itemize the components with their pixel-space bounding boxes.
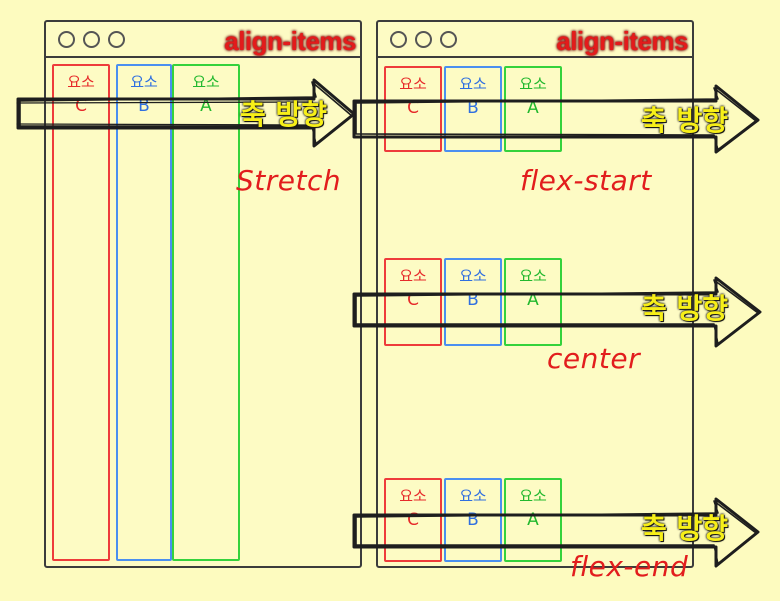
item-letter: C <box>407 510 419 530</box>
axis-label-flex-start: 축 방향 <box>641 104 729 137</box>
axis-label-left: 축 방향 <box>240 98 328 131</box>
window-dot-3 <box>108 31 125 48</box>
left-window: align-items 요소 C 요소 B 요소 A <box>44 20 362 568</box>
item-label: 요소 <box>459 75 487 93</box>
item-label: 요소 <box>67 73 95 91</box>
item-c-stretch: 요소 C <box>52 64 110 561</box>
item-label: 요소 <box>519 75 547 93</box>
item-label: 요소 <box>130 73 158 91</box>
item-label: 요소 <box>192 73 220 91</box>
item-c-flex-start: 요소 C <box>384 66 442 152</box>
mode-label-flex-end: flex-end <box>570 550 689 583</box>
cross-axis-arrow-left <box>16 78 356 148</box>
item-label: 요소 <box>399 75 427 93</box>
item-letter: B <box>467 98 479 118</box>
item-letter: A <box>527 510 539 530</box>
item-label: 요소 <box>459 487 487 505</box>
left-window-title: align-items <box>224 26 356 56</box>
item-a-flex-start: 요소 A <box>504 66 562 152</box>
window-dot-3 <box>440 31 457 48</box>
item-letter: A <box>527 98 539 118</box>
right-window-title: align-items <box>556 26 688 56</box>
window-dot-2 <box>83 31 100 48</box>
window-dot-1 <box>58 31 75 48</box>
item-letter: A <box>527 290 539 310</box>
item-b-flex-end: 요소 B <box>444 478 502 562</box>
left-window-titlebar: align-items <box>46 22 360 58</box>
item-a-stretch: 요소 A <box>172 64 240 561</box>
item-a-flex-end: 요소 A <box>504 478 562 562</box>
item-letter: C <box>407 98 419 118</box>
item-label: 요소 <box>459 267 487 285</box>
item-b-flex-start: 요소 B <box>444 66 502 152</box>
item-label: 요소 <box>399 487 427 505</box>
window-dot-1 <box>390 31 407 48</box>
mode-label-flex-start: flex-start <box>520 164 652 197</box>
item-a-center: 요소 A <box>504 258 562 346</box>
axis-label-center: 축 방향 <box>641 292 729 325</box>
item-letter: A <box>200 96 212 116</box>
item-label: 요소 <box>399 267 427 285</box>
axis-label-flex-end: 축 방향 <box>641 512 729 545</box>
item-letter: B <box>138 96 150 116</box>
item-letter: B <box>467 290 479 310</box>
item-letter: C <box>407 290 419 310</box>
item-c-flex-end: 요소 C <box>384 478 442 562</box>
item-label: 요소 <box>519 487 547 505</box>
item-c-center: 요소 C <box>384 258 442 346</box>
item-letter: C <box>75 96 87 116</box>
window-dot-2 <box>415 31 432 48</box>
item-b-stretch: 요소 B <box>116 64 172 561</box>
cross-axis-arrow-flex-end <box>352 497 760 568</box>
right-window-titlebar: align-items <box>378 22 692 58</box>
item-b-center: 요소 B <box>444 258 502 346</box>
item-letter: B <box>467 510 479 530</box>
mode-label-center: center <box>547 342 641 375</box>
item-label: 요소 <box>519 267 547 285</box>
mode-label-stretch: Stretch <box>236 164 342 197</box>
cross-axis-arrow-center <box>352 276 762 348</box>
cross-axis-arrow-flex-start <box>352 84 760 154</box>
